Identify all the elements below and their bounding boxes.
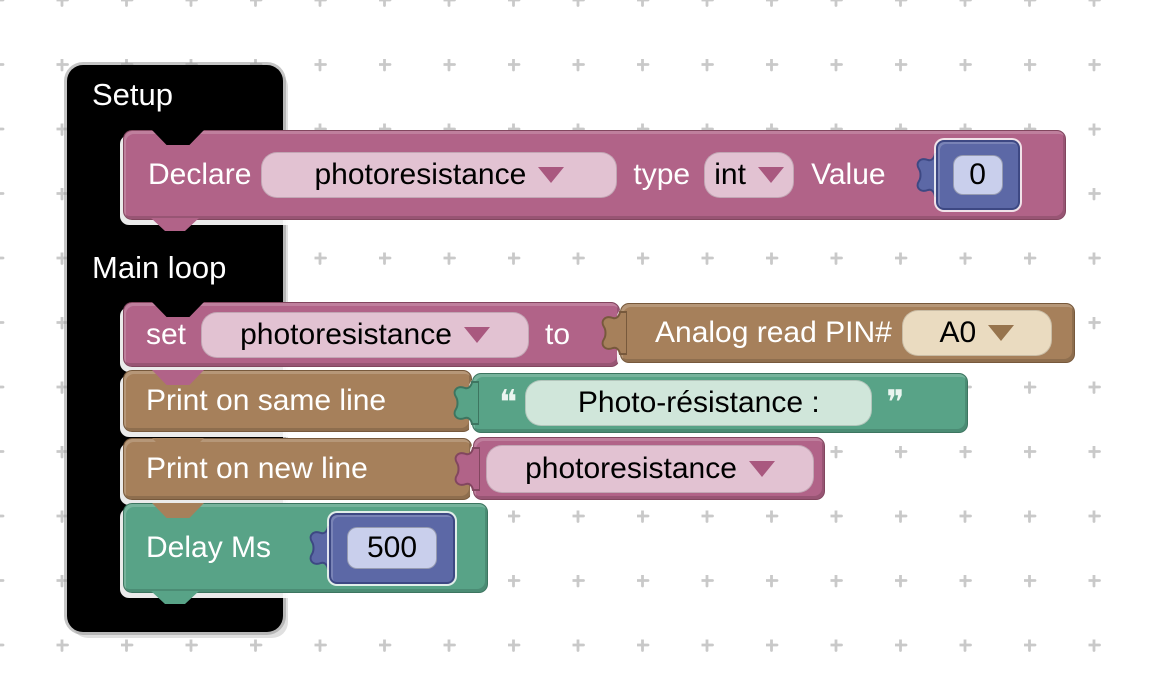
close-quote-icon: ❞ bbox=[886, 384, 905, 422]
top-notch bbox=[152, 302, 204, 317]
type-dropdown-value: int bbox=[714, 158, 746, 191]
pin-dropdown-value: A0 bbox=[939, 316, 977, 349]
top-notch bbox=[152, 130, 204, 145]
string-literal-block[interactable]: ❝ Photo-résistance : ❞ bbox=[453, 373, 968, 433]
variable-dropdown-value: photoresistance bbox=[525, 451, 737, 485]
number-input-field[interactable]: 0 bbox=[952, 155, 1003, 195]
delay-label: Delay Ms bbox=[146, 531, 272, 564]
bottom-tab bbox=[151, 218, 199, 231]
set-keyword-label: set bbox=[146, 317, 187, 351]
variable-getter-block[interactable]: photoresistance bbox=[454, 437, 825, 500]
to-keyword-label: to bbox=[545, 317, 571, 351]
variable-dropdown[interactable]: photoresistance bbox=[261, 152, 618, 198]
print-new-line-block[interactable]: Print on new line bbox=[123, 438, 472, 500]
puzzle-connector-icon bbox=[454, 446, 480, 491]
dropdown-arrow-icon bbox=[748, 460, 775, 477]
bottom-tab bbox=[151, 591, 199, 604]
top-notch bbox=[152, 503, 204, 518]
value-keyword-label: Value bbox=[811, 158, 886, 191]
dropdown-arrow-icon bbox=[988, 325, 1015, 341]
open-quote-icon: ❝ bbox=[499, 384, 518, 422]
variable-dropdown[interactable]: photoresistance bbox=[486, 444, 814, 493]
type-keyword-label: type bbox=[633, 158, 691, 191]
string-input-value: Photo-résistance : bbox=[577, 386, 820, 419]
number-value-block[interactable]: 0 bbox=[916, 140, 1020, 210]
declare-variable-block[interactable]: Declare photoresistance type int Value 0 bbox=[123, 130, 1066, 231]
analog-read-label: Analog read PIN# bbox=[655, 316, 892, 349]
variable-dropdown-value: photoresistance bbox=[314, 158, 527, 191]
puzzle-connector-icon bbox=[453, 381, 479, 425]
top-notch bbox=[152, 370, 204, 385]
set-variable-block[interactable]: set photoresistance to bbox=[123, 302, 620, 367]
top-notch bbox=[152, 438, 204, 453]
main-loop-section-label: Main loop bbox=[92, 250, 227, 285]
variable-dropdown[interactable]: photoresistance bbox=[201, 311, 530, 358]
type-dropdown[interactable]: int bbox=[704, 152, 795, 198]
puzzle-connector-icon bbox=[916, 153, 942, 197]
string-input-field[interactable]: Photo-résistance : bbox=[525, 380, 873, 426]
number-value-block[interactable]: 500 bbox=[309, 512, 456, 584]
dropdown-arrow-icon bbox=[538, 167, 565, 183]
dropdown-arrow-icon bbox=[757, 167, 784, 183]
puzzle-connector-icon bbox=[309, 526, 336, 570]
analog-read-block[interactable]: Analog read PIN# A0 bbox=[601, 303, 1075, 363]
setup-section-label: Setup bbox=[92, 77, 174, 112]
number-input-field[interactable]: 500 bbox=[347, 527, 438, 569]
variable-dropdown-value: photoresistance bbox=[240, 317, 452, 351]
print-new-line-label: Print on new line bbox=[146, 452, 368, 485]
print-same-line-label: Print on same line bbox=[146, 384, 387, 417]
dropdown-arrow-icon bbox=[463, 326, 490, 343]
print-same-line-block[interactable]: Print on same line bbox=[123, 370, 472, 432]
pin-dropdown[interactable]: A0 bbox=[901, 310, 1052, 356]
puzzle-connector-icon bbox=[601, 311, 627, 355]
declare-keyword-label: Declare bbox=[148, 158, 252, 191]
delay-block[interactable]: Delay Ms 500 bbox=[123, 503, 488, 604]
